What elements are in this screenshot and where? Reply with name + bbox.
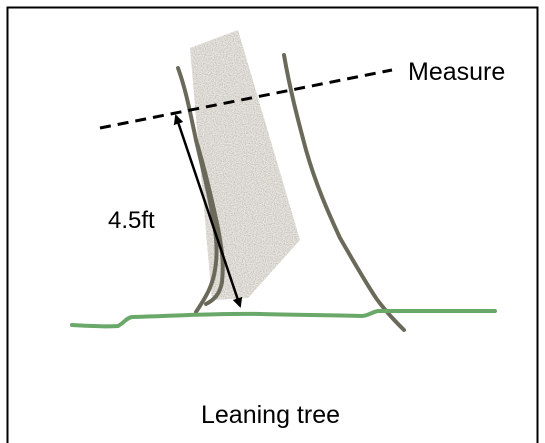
diagram-frame [6, 6, 539, 443]
measure-label: Measure [408, 58, 505, 86]
bark-texture [190, 30, 300, 300]
trunk-right-edge [282, 53, 406, 332]
caption-label: Leaning tree [201, 401, 340, 429]
height-arrow [173, 114, 243, 308]
ground-line [70, 308, 497, 329]
measure-line [99, 68, 393, 130]
height-label: 4.5ft [108, 207, 155, 234]
